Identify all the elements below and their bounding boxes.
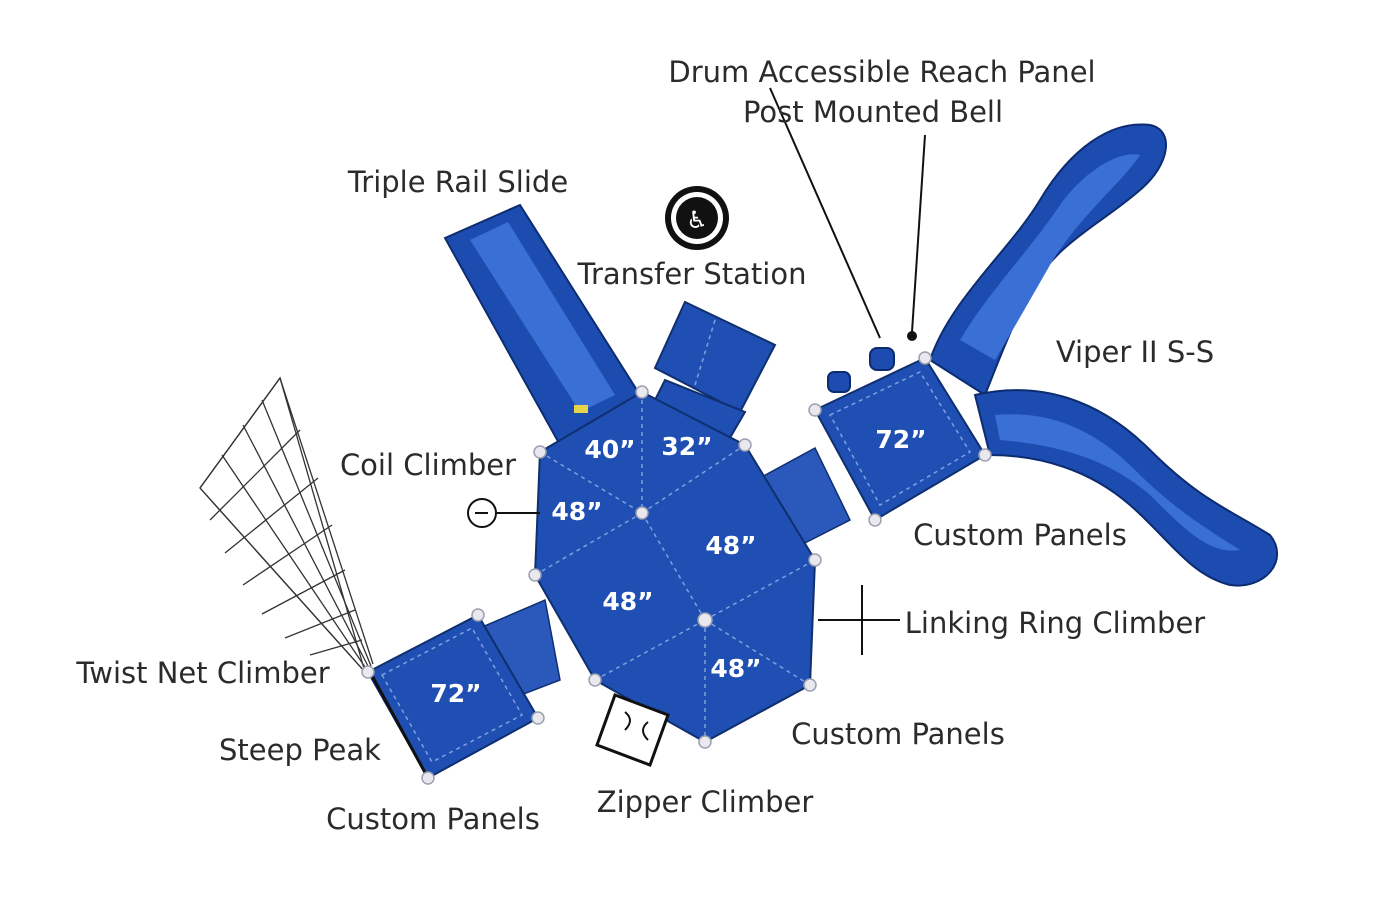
slide-marker [574, 405, 588, 413]
svg-text:♿: ♿ [686, 206, 708, 234]
deck-height-48-left: 48” [551, 497, 602, 526]
twist-net-climber [199, 376, 374, 673]
label-zipper-climber: Zipper Climber [597, 785, 814, 819]
label-triple-slide: Triple Rail Slide [347, 165, 568, 199]
deck-height-32: 32” [661, 432, 712, 461]
deck-height-72-right: 72” [875, 425, 926, 454]
label-custom-panels-bottom-left: Custom Panels [326, 802, 540, 836]
label-custom-panels-bottom: Custom Panels [791, 717, 1005, 751]
label-bell: Post Mounted Bell [743, 95, 1003, 129]
drum-panel [827, 371, 851, 393]
deck-height-48-right: 48” [705, 531, 756, 560]
wheelchair-icon: ♿ [665, 186, 729, 250]
posts [361, 351, 992, 785]
coil-climber-symbol [467, 498, 540, 528]
deck-height-48-bottom: 48” [710, 654, 761, 683]
drum-panel-2 [869, 347, 895, 371]
leaders-top [769, 87, 926, 341]
label-viper: Viper II S-S [1056, 335, 1214, 369]
bell-icon [907, 331, 917, 341]
deck-height-48-center: 48” [602, 587, 653, 616]
deck-72-right [813, 347, 987, 522]
zipper-climber [595, 693, 670, 767]
label-transfer-station: Transfer Station [577, 257, 807, 291]
viper-slides [928, 123, 1279, 587]
label-steep-peak: Steep Peak [219, 733, 381, 767]
deck-height-40: 40” [584, 435, 635, 464]
triple-rail-slide [443, 203, 642, 447]
linking-ring-symbol [818, 585, 900, 655]
label-drum-panel: Drum Accessible Reach Panel [668, 55, 1095, 89]
deck-height-72-left: 72” [430, 679, 481, 708]
label-twist-net: Twist Net Climber [75, 656, 329, 690]
label-linking-ring: Linking Ring Climber [905, 606, 1206, 640]
label-custom-panels-right: Custom Panels [913, 518, 1127, 552]
label-coil-climber: Coil Climber [340, 448, 516, 482]
